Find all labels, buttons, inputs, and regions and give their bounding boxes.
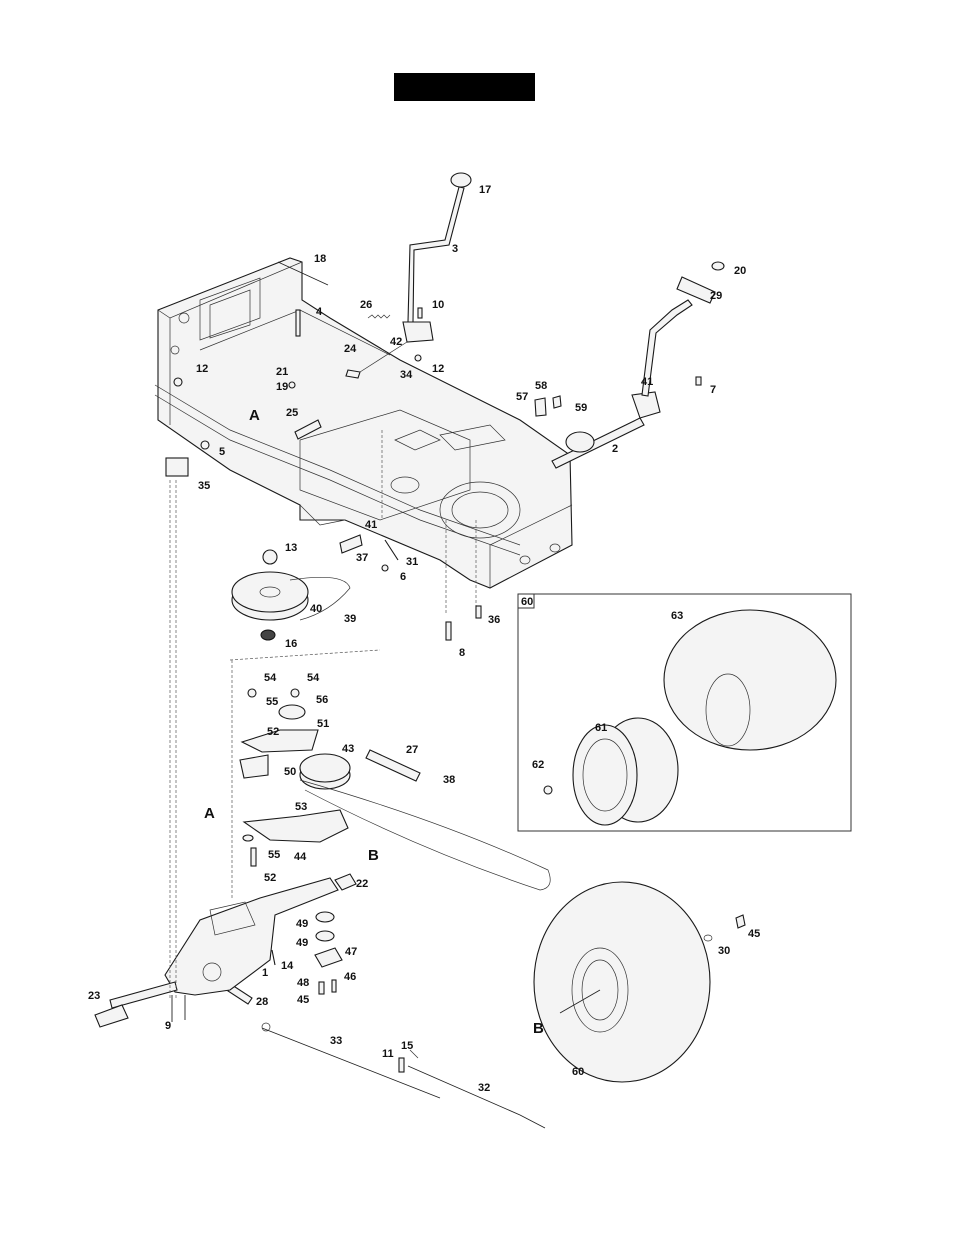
transaxle	[95, 874, 356, 1027]
callout-60: 60	[572, 1066, 584, 1078]
callout-28: 28	[256, 996, 268, 1008]
pedal-assembly	[552, 262, 724, 468]
callout-59: 59	[575, 402, 587, 414]
callout-47: 47	[345, 946, 357, 958]
callout-37: 37	[356, 552, 368, 564]
reference-letter-a: A	[204, 805, 215, 822]
callout-40: 40	[310, 603, 322, 615]
callout-51: 51	[317, 718, 329, 730]
callout-38: 38	[443, 774, 455, 786]
callout-21: 21	[276, 366, 288, 378]
callout-24: 24	[344, 343, 357, 355]
callout-2: 2	[612, 443, 618, 455]
callout-18: 18	[314, 253, 326, 265]
idler-assembly	[240, 689, 550, 890]
callout-42: 42	[390, 336, 402, 348]
callout-62: 62	[532, 759, 544, 771]
callout-12: 12	[196, 363, 208, 375]
callout-57: 57	[516, 391, 528, 403]
callout-43: 43	[342, 743, 354, 755]
callout-17: 17	[479, 184, 491, 196]
callout-55: 55	[266, 696, 278, 708]
callout-41: 41	[641, 376, 653, 388]
callout-11: 11	[382, 1048, 394, 1060]
callout-33: 33	[330, 1035, 342, 1047]
callout-44: 44	[294, 851, 307, 863]
rod-32	[408, 1066, 545, 1128]
callout-53: 53	[295, 801, 307, 813]
transmission-pulley	[232, 550, 350, 640]
callout-22: 22	[356, 878, 368, 890]
callout-48: 48	[297, 977, 309, 989]
callout-36: 36	[488, 614, 500, 626]
callout-34: 34	[400, 369, 413, 381]
callout-52: 52	[267, 726, 279, 738]
inset-label: 60	[521, 596, 533, 608]
callout-15: 15	[401, 1040, 413, 1052]
callout-3: 3	[452, 243, 458, 255]
callout-12: 12	[432, 363, 444, 375]
callout-58: 58	[535, 380, 547, 392]
callout-25: 25	[286, 407, 298, 419]
callout-9: 9	[165, 1020, 171, 1032]
reference-letter-b: B	[533, 1020, 544, 1037]
callout-23: 23	[88, 990, 100, 1002]
callout-46: 46	[344, 971, 356, 983]
callout-54: 54	[307, 672, 320, 684]
callout-32: 32	[478, 1082, 490, 1094]
callout-27: 27	[406, 744, 418, 756]
inset-box: 60	[518, 594, 851, 831]
callout-10: 10	[432, 299, 444, 311]
callout-49: 49	[296, 937, 308, 949]
callout-49: 49	[296, 918, 308, 930]
rear-wheel	[534, 882, 745, 1082]
callout-6: 6	[400, 571, 406, 583]
spring-26	[368, 315, 390, 318]
callout-50: 50	[284, 766, 296, 778]
callout-8: 8	[459, 647, 465, 659]
callout-63: 63	[671, 610, 683, 622]
callout-54: 54	[264, 672, 277, 684]
callout-20: 20	[734, 265, 746, 277]
callout-31: 31	[406, 556, 418, 568]
callout-1: 1	[262, 967, 268, 979]
callout-16: 16	[285, 638, 297, 650]
callout-56: 56	[316, 694, 328, 706]
callout-29: 29	[710, 290, 722, 302]
callout-4: 4	[316, 306, 323, 318]
reference-letter-a: A	[249, 407, 260, 424]
callout-39: 39	[344, 613, 356, 625]
callout-26: 26	[360, 299, 372, 311]
reference-letter-b: B	[368, 847, 379, 864]
rod-33	[262, 1028, 440, 1098]
callout-14: 14	[281, 960, 294, 972]
callout-35: 35	[198, 480, 210, 492]
callout-45: 45	[748, 928, 760, 940]
callout-19: 19	[276, 381, 288, 393]
callout-45: 45	[297, 994, 309, 1006]
callout-52: 52	[264, 872, 276, 884]
callout-30: 30	[718, 945, 730, 957]
callout-55: 55	[268, 849, 280, 861]
callout-13: 13	[285, 542, 297, 554]
callout-61: 61	[595, 722, 607, 734]
callout-7: 7	[710, 384, 716, 396]
callout-41: 41	[365, 519, 377, 531]
callout-5: 5	[219, 446, 225, 458]
